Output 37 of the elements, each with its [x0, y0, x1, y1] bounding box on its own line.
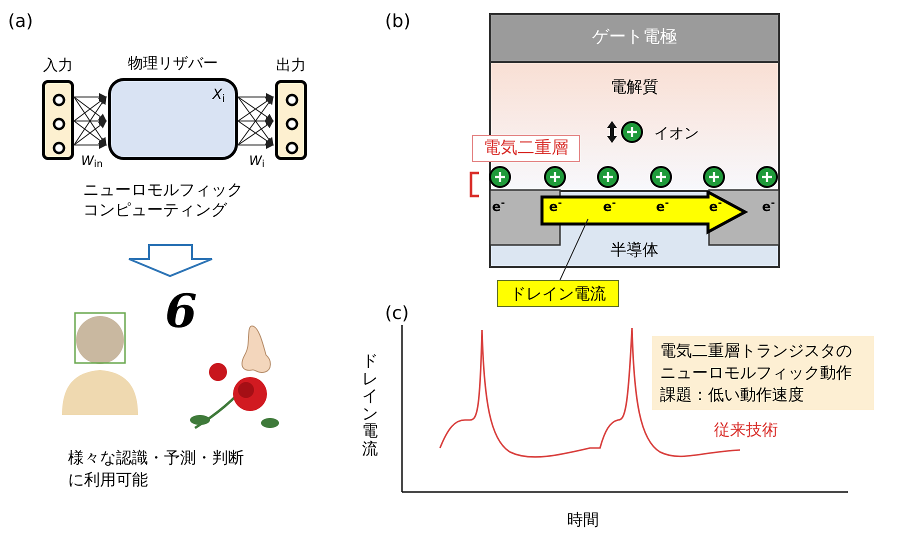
- electron-label: e$^{-}$: [492, 201, 505, 214]
- arrow-bundle: [238, 93, 274, 149]
- node-text: 電気二重層トランジスタのニューロモルフィック動作: [660, 340, 853, 384]
- axis-title: 時間: [567, 509, 599, 531]
- node-text: ドレイン電流: [510, 282, 606, 304]
- layer-heading: 入力: [43, 55, 73, 76]
- handwritten-digit: 6: [165, 288, 198, 334]
- layer-heading: 出力: [276, 55, 306, 76]
- panel-label: (a): [8, 10, 34, 34]
- arrow-bundle: [74, 93, 107, 149]
- electron-label: e$^{-}$: [762, 201, 775, 214]
- node-text: 課題：低い動作速度: [660, 384, 804, 406]
- node-text: 電気二重層: [484, 136, 568, 160]
- edge-label: W$_{in}$: [80, 155, 104, 168]
- state-symbol: X$_{i}$: [212, 86, 225, 106]
- electron-label: e$^{-}$: [549, 201, 562, 214]
- electron-label: e$^{-}$: [656, 201, 669, 214]
- node-text: ゲート電極: [592, 26, 677, 50]
- semiconductor-layer: [489, 190, 780, 268]
- panel-label: (b): [385, 10, 410, 34]
- edge-label: W$_{i}$: [248, 155, 266, 168]
- electron-label: e$^{-}$: [603, 201, 616, 214]
- series-label: 従来技術: [714, 419, 778, 441]
- note-box: [652, 336, 874, 410]
- drain-current-label-box: [497, 280, 619, 307]
- caption-text: ニューロモルフィックコンピューティング: [83, 180, 244, 220]
- caption-text: 様々な認識・予測・判断に利用可能: [68, 447, 245, 491]
- axis-title: ドレイン電流: [362, 352, 378, 458]
- electron-label: e$^{-}$: [709, 201, 722, 214]
- double-layer-label-box: [472, 135, 580, 162]
- panel-label: (c): [385, 302, 409, 326]
- gate-electrode-layer: [489, 13, 780, 63]
- layer-heading: 物理リザバー: [128, 53, 218, 74]
- node-text: 電解質: [610, 76, 658, 98]
- node-text: 半導体: [610, 239, 658, 261]
- leader-line: [560, 218, 588, 280]
- ion-label: イオン: [654, 123, 699, 144]
